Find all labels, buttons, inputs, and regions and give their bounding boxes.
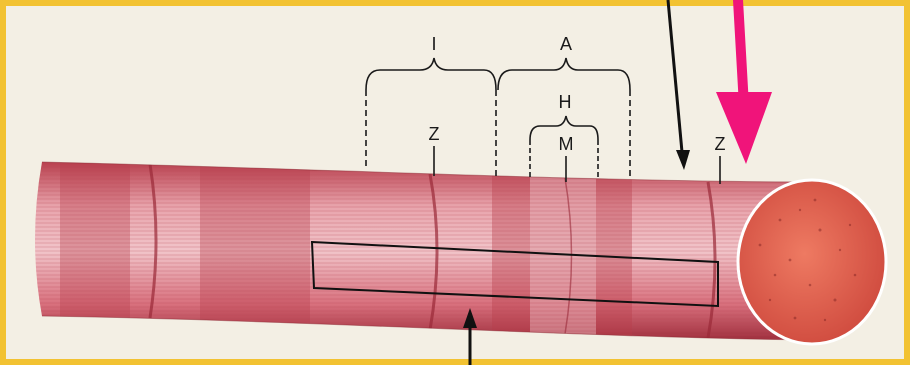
top-arrow <box>668 0 690 170</box>
z-line-left-label: Z <box>429 124 440 144</box>
a-band-label: A <box>560 34 572 54</box>
h-zone-label: H <box>559 92 572 112</box>
cross-section-end <box>738 180 886 344</box>
i-band-label: I <box>431 34 436 54</box>
z-line-right-label: Z <box>715 134 726 154</box>
m-line-label: M <box>559 134 574 154</box>
a-band-bracket <box>498 58 630 180</box>
i-band-bracket <box>366 58 496 176</box>
